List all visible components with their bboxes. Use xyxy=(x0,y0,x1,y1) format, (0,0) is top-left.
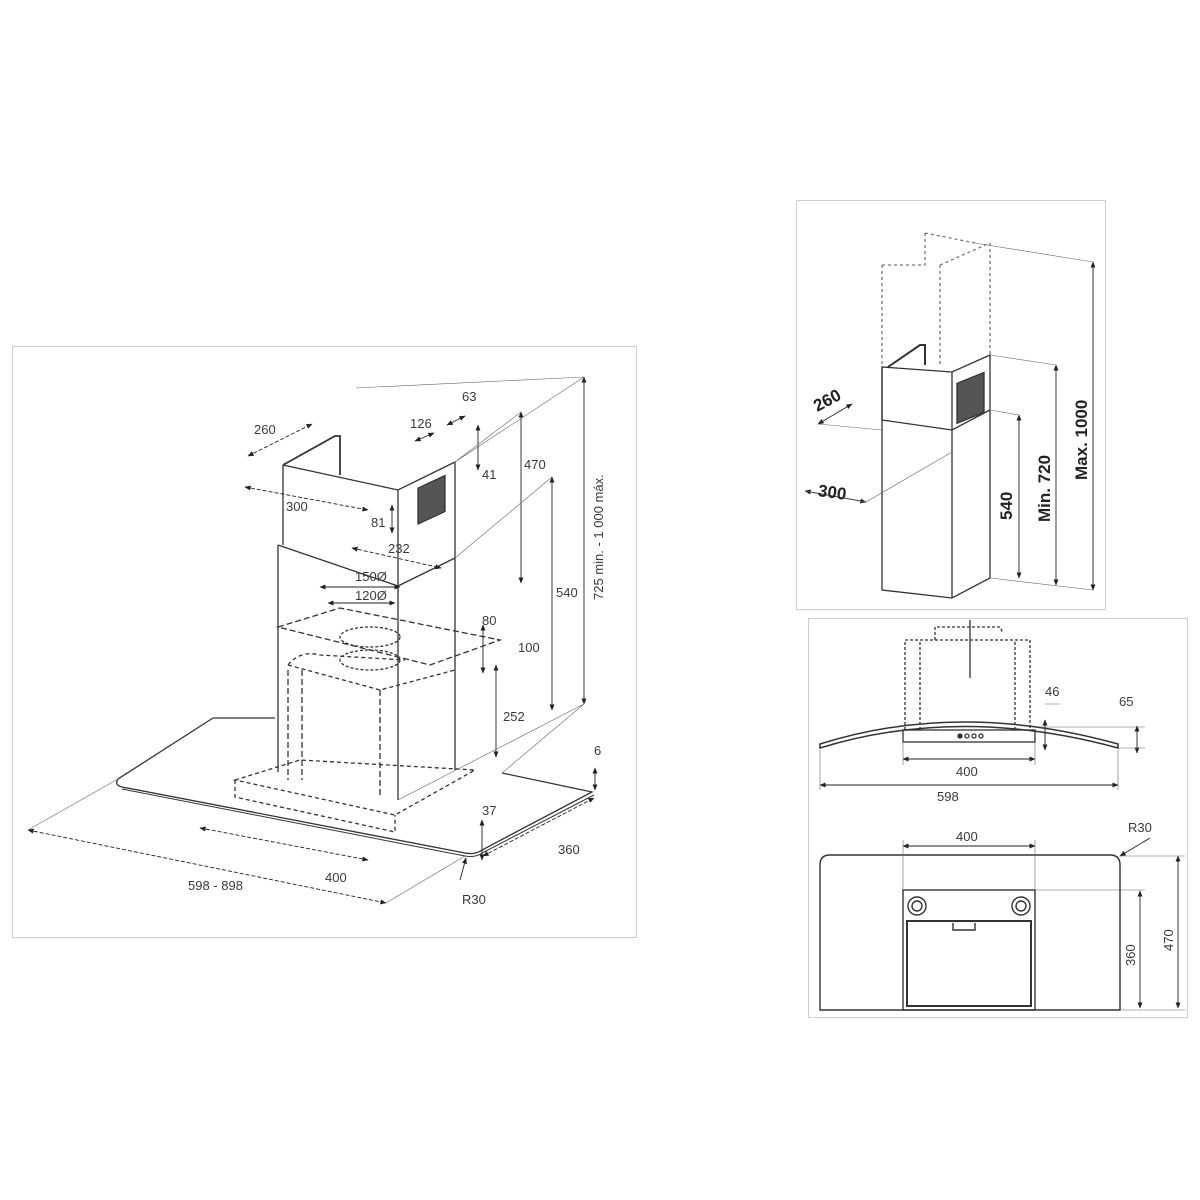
dim-radius: R30 xyxy=(462,892,486,907)
dim-vent-width: 126 xyxy=(410,416,432,431)
front-view-panel xyxy=(808,618,1188,1018)
dim-motor-height: 252 xyxy=(503,709,525,724)
dim-depth: 360 xyxy=(558,842,580,857)
dim-chimney-depth: 260 xyxy=(254,422,276,437)
dim-chimney-width: 300 xyxy=(286,499,308,514)
top-dim-body-depth: 360 xyxy=(1123,944,1138,966)
dim-bracket-width: 232 xyxy=(388,541,410,556)
front-dim-body-width: 400 xyxy=(956,764,978,779)
dim-vent-top: 41 xyxy=(482,467,497,482)
dim-outlet-inner: 120Ø xyxy=(355,588,387,603)
dim-lower-chimney: 540 xyxy=(556,585,578,600)
dim-bracket-height: 100 xyxy=(518,640,540,655)
dim-glass-thickness: 6 xyxy=(594,743,602,758)
dim-bracket-offset: 80 xyxy=(482,613,497,628)
front-dim-total-width: 598 xyxy=(937,789,959,804)
dim-frame-width: 400 xyxy=(325,870,347,885)
front-dim-glass-rise: 46 xyxy=(1045,684,1060,699)
dim-frame-height: 37 xyxy=(482,803,497,818)
top-dim-radius: R30 xyxy=(1128,820,1152,835)
dim-vent-offset: 63 xyxy=(462,389,477,404)
dim-width: 598 - 898 xyxy=(188,878,243,893)
dim-vent-height: 81 xyxy=(371,515,386,530)
front-dim-curve-height: 65 xyxy=(1119,694,1134,709)
dim-outlet-outer: 150Ø xyxy=(355,569,387,584)
top-dim-body-width: 400 xyxy=(956,829,978,844)
dim-upper-chimney: 470 xyxy=(524,457,546,472)
top-dim-total-depth: 470 xyxy=(1161,929,1176,951)
